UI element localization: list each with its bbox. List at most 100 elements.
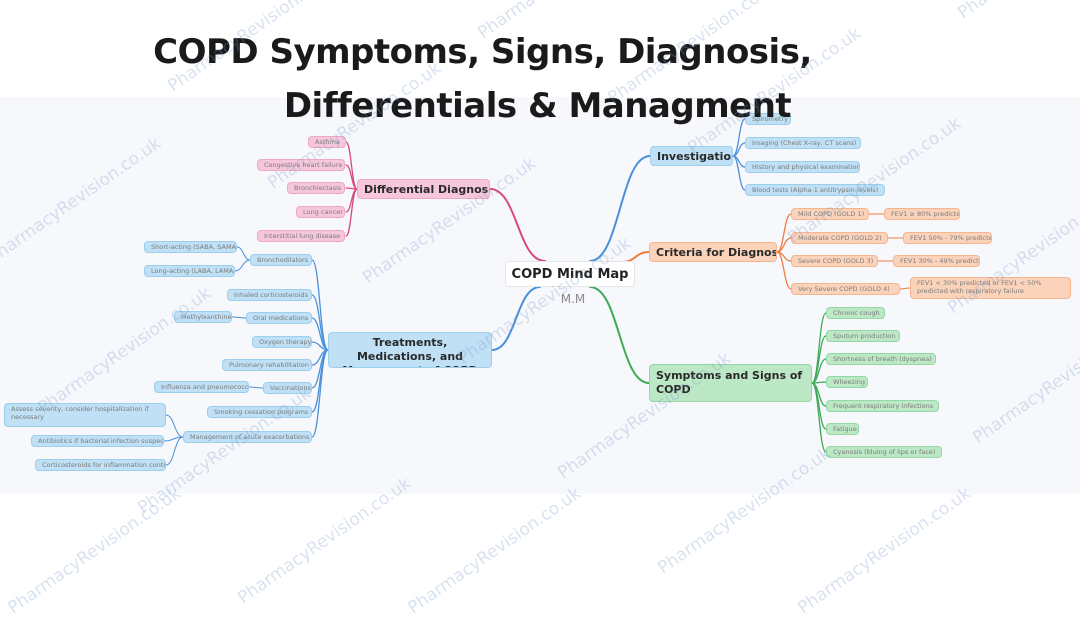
differential-item[interactable]: Lung cancer <box>296 206 345 218</box>
link-investigation-item <box>732 118 746 157</box>
item-label: FEV1 30% - 49% predicted <box>900 257 980 265</box>
item-label: Vaccinations <box>270 384 311 392</box>
investigation-item[interactable]: Imaging (Chest X-ray, CT scans) <box>745 137 861 149</box>
item-label: Very Severe COPD (GOLD 4) <box>798 285 890 293</box>
link-root-treatments <box>491 286 541 351</box>
treatment-subitem[interactable]: Methylxanthines <box>174 311 232 323</box>
item-label: Sputum production <box>833 332 896 340</box>
criteria-detail[interactable]: FEV1 < 30% predicted or FEV1 < 50% predi… <box>910 277 1071 299</box>
item-label: Lung cancer <box>303 208 343 216</box>
treatment-item[interactable]: Smoking cessation programs <box>207 406 312 418</box>
investigation-item[interactable]: History and physical examination <box>745 161 860 173</box>
link-treatment-subitem <box>231 316 247 319</box>
item-label: Corticosteroids for inflammation control <box>42 461 166 469</box>
treatment-subitem[interactable]: Short-acting (SABA, SAMAs) <box>144 241 237 253</box>
title-line-1: COPD Symptoms, Signs, Diagnosis, <box>153 32 812 72</box>
treatment-item[interactable]: Oral medications <box>246 312 312 324</box>
treatment-item[interactable]: Pulmonary rehabilitation <box>222 359 312 371</box>
branch-label: Criteria for Diagnosis <box>656 245 777 259</box>
symptom-item[interactable]: Cyanosis (bluing of lips or face) <box>826 446 942 458</box>
mind-map-canvas <box>0 97 1080 494</box>
link-treatment-subitem <box>236 246 251 261</box>
branch-investigation[interactable]: Investigation <box>650 146 733 166</box>
differential-item[interactable]: Asthma <box>308 136 346 148</box>
treatment-subitem[interactable]: Assess severity, consider hospitalizatio… <box>4 403 166 427</box>
branch-label: Symptoms and Signs of COPD <box>656 369 803 396</box>
investigation-item[interactable]: Spirometry <box>745 113 791 125</box>
item-label: Smoking cessation programs <box>214 408 309 416</box>
item-label: Frequent respiratory infections <box>833 402 934 410</box>
treatment-subitem[interactable]: Corticosteroids for inflammation control <box>35 459 166 471</box>
branch-treatments[interactable]: Treatments, Medications, and Management … <box>328 332 492 368</box>
symptom-item[interactable]: Wheezing <box>826 376 868 388</box>
investigation-item[interactable]: Blood tests (Alpha-1 antitrypsin levels) <box>745 184 885 196</box>
item-label: Assess severity, consider hospitalizatio… <box>11 405 149 421</box>
link-treatment-subitem <box>248 386 264 389</box>
link-differential-item <box>345 188 358 237</box>
link-treatment-subitem <box>165 414 184 438</box>
branch-label: Differential Diagnosis <box>364 182 490 196</box>
link-treatment-item <box>311 349 329 413</box>
item-label: Oral medications <box>253 314 309 322</box>
treatment-subitem[interactable]: Long-acting (LABA, LAMAs) <box>144 265 235 277</box>
criteria-item[interactable]: Very Severe COPD (GOLD 4) <box>791 283 900 295</box>
item-label: History and physical examination <box>752 163 860 171</box>
item-label: FEV1 ≥ 80% predicted <box>891 210 960 218</box>
link-symptom-item <box>811 382 827 453</box>
root-node[interactable]: COPD Mind Map <box>505 261 635 287</box>
symptom-item[interactable]: Shortness of breath (dyspnea) <box>826 353 936 365</box>
item-label: Spirometry <box>752 115 788 123</box>
symptom-item[interactable]: Frequent respiratory infections <box>826 400 939 412</box>
item-label: Antibiotics if bacterial infection suspe… <box>38 437 164 445</box>
page-title: COPD Symptoms, Signs, Diagnosis, Differe… <box>0 25 965 133</box>
treatment-subitem[interactable]: Influenza and pneumococcal <box>154 381 249 393</box>
link-criteria-item <box>776 213 792 253</box>
link-investigation-item <box>732 155 746 191</box>
item-label: Severe COPD (GOLD 3) <box>798 257 874 265</box>
link-symptom-item <box>811 358 827 384</box>
symptom-item[interactable]: Sputum production <box>826 330 900 342</box>
criteria-detail[interactable]: FEV1 30% - 49% predicted <box>893 255 980 267</box>
item-label: Bronchiectasis <box>294 184 342 192</box>
criteria-detail[interactable]: FEV1 50% - 79% predicted <box>903 232 992 244</box>
branch-differential-diagnosis[interactable]: Differential Diagnosis <box>357 179 490 199</box>
item-label: Mild COPD (GOLD 1) <box>798 210 865 218</box>
criteria-item[interactable]: Mild COPD (GOLD 1) <box>791 208 869 220</box>
criteria-item[interactable]: Severe COPD (GOLD 3) <box>791 255 878 267</box>
item-label: Shortness of breath (dyspnea) <box>833 355 932 363</box>
author-label: M.M <box>560 292 586 306</box>
branch-label: Investigation <box>657 149 733 163</box>
differential-item[interactable]: Bronchiectasis <box>287 182 345 194</box>
treatment-item[interactable]: Management of acute exacerbations <box>183 431 312 443</box>
symptom-item[interactable]: Fatigue <box>826 423 859 435</box>
branch-symptoms-and-signs[interactable]: Symptoms and Signs of COPD <box>649 364 812 402</box>
item-label: Oxygen therapy <box>259 338 312 346</box>
item-label: Methylxanthines <box>181 313 232 321</box>
item-label: Influenza and pneumococcal <box>161 383 249 391</box>
item-label: Moderate COPD (GOLD 2) <box>798 234 882 242</box>
criteria-detail[interactable]: FEV1 ≥ 80% predicted <box>884 208 960 220</box>
treatment-subitem[interactable]: Antibiotics if bacterial infection suspe… <box>31 435 164 447</box>
item-label: FEV1 50% - 79% predicted <box>910 234 992 242</box>
link-treatment-subitem <box>234 259 251 272</box>
link-treatment-subitem <box>165 436 184 466</box>
symptom-item[interactable]: Chronic cough <box>826 307 885 319</box>
item-label: Short-acting (SABA, SAMAs) <box>151 243 237 251</box>
treatment-item[interactable]: Oxygen therapy <box>252 336 312 348</box>
criteria-item[interactable]: Moderate COPD (GOLD 2) <box>791 232 888 244</box>
treatment-item[interactable]: Vaccinations <box>263 382 312 394</box>
treatment-item[interactable]: Bronchodilators <box>250 254 312 266</box>
differential-item[interactable]: Congestive heart failure <box>257 159 345 171</box>
item-label: Asthma <box>315 138 340 146</box>
link-root-symptoms <box>589 286 650 384</box>
item-label: Interstitial lung disease <box>264 232 341 240</box>
root-label: COPD Mind Map <box>511 266 629 282</box>
link-criteria-item <box>776 251 792 290</box>
link-treatment-item <box>311 349 329 438</box>
treatment-item[interactable]: Inhaled corticosteroids <box>227 289 312 301</box>
item-label: Congestive heart failure <box>264 161 343 169</box>
branch-criteria-for-diagnosis[interactable]: Criteria for Diagnosis <box>649 242 777 262</box>
branch-label: Treatments, Medications, and Management … <box>342 336 478 367</box>
link-differential-item <box>345 164 358 190</box>
differential-item[interactable]: Interstitial lung disease <box>257 230 345 242</box>
